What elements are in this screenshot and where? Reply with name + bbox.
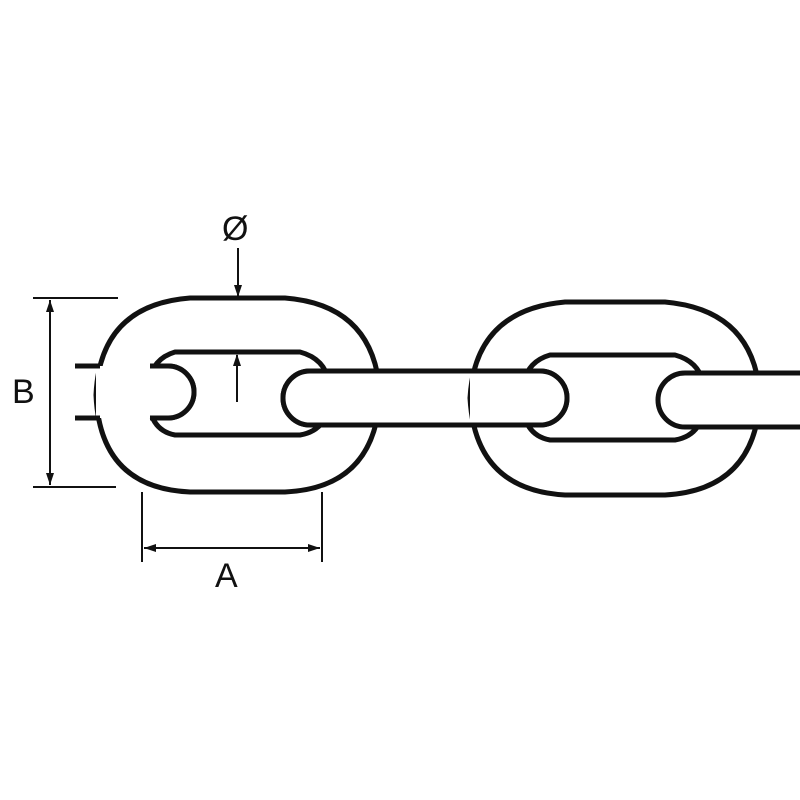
arrow-down-icon bbox=[46, 473, 54, 485]
arrow-up-icon bbox=[46, 300, 54, 312]
arrow-right-icon bbox=[308, 544, 320, 552]
dimension-a: A bbox=[141, 492, 323, 595]
arrow-up-icon bbox=[233, 354, 241, 366]
arrow-left-icon bbox=[144, 544, 156, 552]
label-diameter: Ø bbox=[222, 210, 248, 248]
left-partial-link-end bbox=[75, 363, 197, 421]
label-a: A bbox=[215, 557, 238, 595]
chain-link-middle-start bbox=[280, 368, 380, 428]
right-partial-link bbox=[655, 370, 800, 430]
label-b: B bbox=[12, 373, 35, 411]
arrow-down-icon bbox=[234, 285, 242, 297]
dimension-diameter: Ø bbox=[222, 210, 248, 402]
dimension-b: B bbox=[12, 297, 118, 488]
chain-link-middle-end bbox=[470, 368, 570, 428]
